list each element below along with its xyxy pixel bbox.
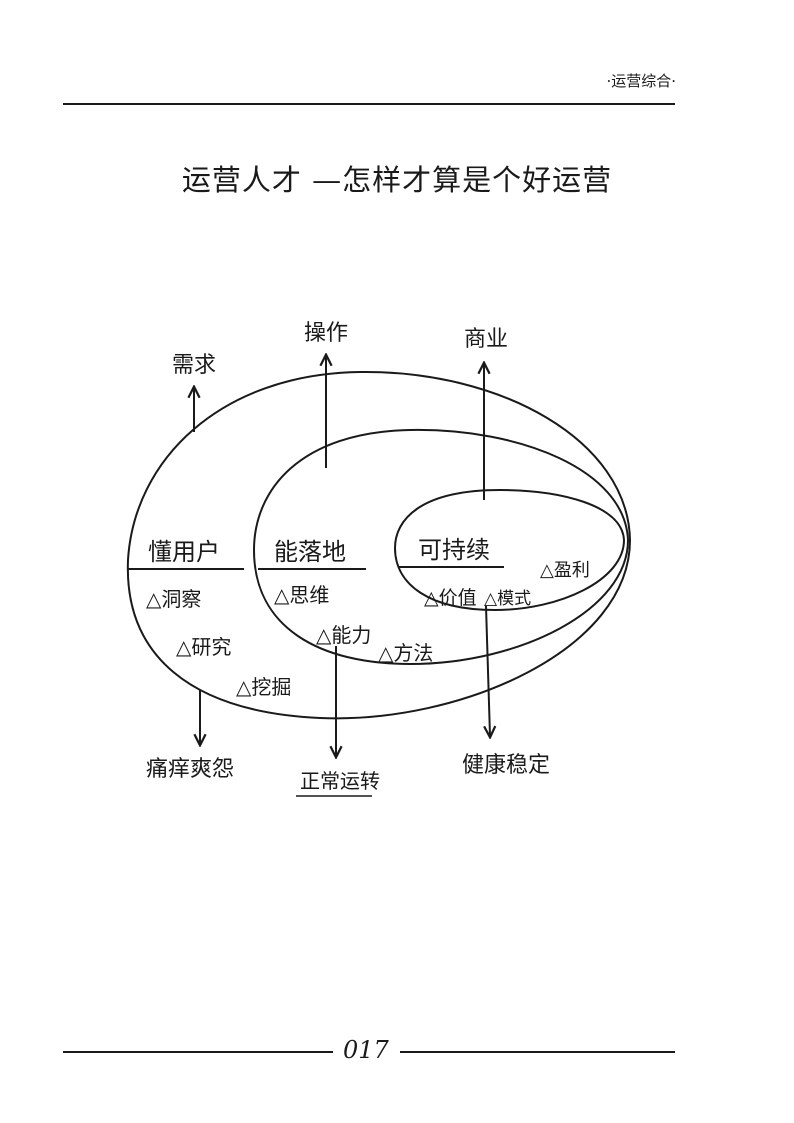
page-title: 运营人才 —怎样才算是个好运营: [181, 163, 613, 197]
header-rule: [63, 103, 675, 105]
header-section-label: ·运营综合·: [606, 72, 676, 90]
outer-ring: [126, 370, 632, 720]
inner-ring-label: 可持续: [418, 536, 490, 564]
footer-rule-right: [400, 1051, 675, 1053]
inner-ring: [393, 488, 626, 612]
inner-up-label: 商业: [464, 327, 508, 352]
inner-down-label: 健康稳定: [462, 753, 550, 778]
outer-down-label: 痛痒爽怨: [146, 757, 234, 782]
middle-up-label: 操作: [304, 321, 348, 346]
middle-ring-label: 能落地: [274, 538, 346, 566]
page-number: 017: [343, 1036, 389, 1064]
footer-rule-left: [63, 1051, 333, 1053]
inner-item-1: △价值: [424, 587, 477, 609]
inner-item-2: △模式: [484, 589, 531, 609]
outer-item-2: △研究: [176, 635, 231, 659]
outer-item-1: △洞察: [146, 587, 201, 611]
inner-down-arrow: [486, 605, 490, 736]
middle-item-3: △方法: [378, 641, 433, 665]
outer-ring-label: 懂用户: [148, 538, 220, 566]
middle-item-2: △能力: [316, 623, 371, 647]
outer-up-label: 需求: [172, 353, 216, 378]
middle-down-label: 正常运转: [300, 769, 380, 793]
middle-ring: [252, 428, 630, 666]
inner-item-3: △盈利: [540, 560, 590, 581]
outer-item-3: △挖掘: [236, 675, 291, 699]
middle-item-1: △思维: [274, 583, 329, 607]
